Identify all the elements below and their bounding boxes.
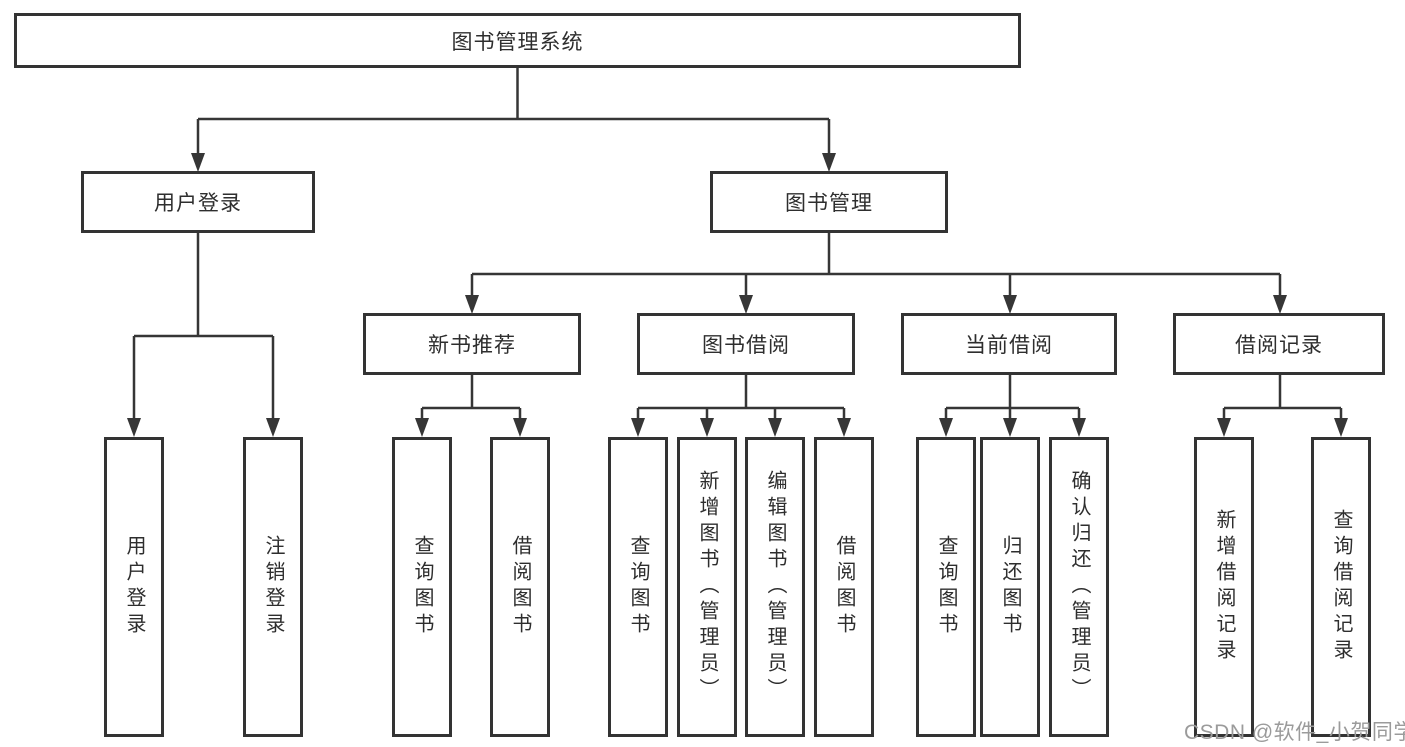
node-book-borrowing: 图书借阅 (637, 313, 855, 375)
csdn-watermark: CSDN @软件_小贺同学 (1184, 721, 1405, 744)
leaf-user-login: 用户登录 (104, 437, 164, 737)
node-library-management-system: 图书管理系统 (14, 13, 1021, 68)
leaf-add-borrow-record: 新增借阅记录 (1194, 437, 1254, 737)
leaf-borrow-books-borrowing: 借阅图书 (814, 437, 874, 737)
leaf-add-books-admin: 新增图书（管理员） (677, 437, 737, 737)
leaf-query-books-current: 查询图书 (916, 437, 976, 737)
node-borrowing-records: 借阅记录 (1173, 313, 1385, 375)
node-user-login: 用户登录 (81, 171, 315, 233)
node-current-borrowing: 当前借阅 (901, 313, 1117, 375)
leaf-query-borrow-record: 查询借阅记录 (1311, 437, 1371, 737)
leaf-query-books-recommend: 查询图书 (392, 437, 452, 737)
connector-arrowheads (127, 153, 1348, 437)
leaf-query-books-borrowing: 查询图书 (608, 437, 668, 737)
node-new-book-recommendation: 新书推荐 (363, 313, 581, 375)
leaf-return-books: 归还图书 (980, 437, 1040, 737)
leaf-confirm-return-admin: 确认归还（管理员） (1049, 437, 1109, 737)
node-book-management: 图书管理 (710, 171, 948, 233)
leaf-logout: 注销登录 (243, 437, 303, 737)
connector-strokes (132, 68, 1343, 420)
leaf-borrow-books-recommend: 借阅图书 (490, 437, 550, 737)
leaf-edit-books-admin: 编辑图书（管理员） (745, 437, 805, 737)
